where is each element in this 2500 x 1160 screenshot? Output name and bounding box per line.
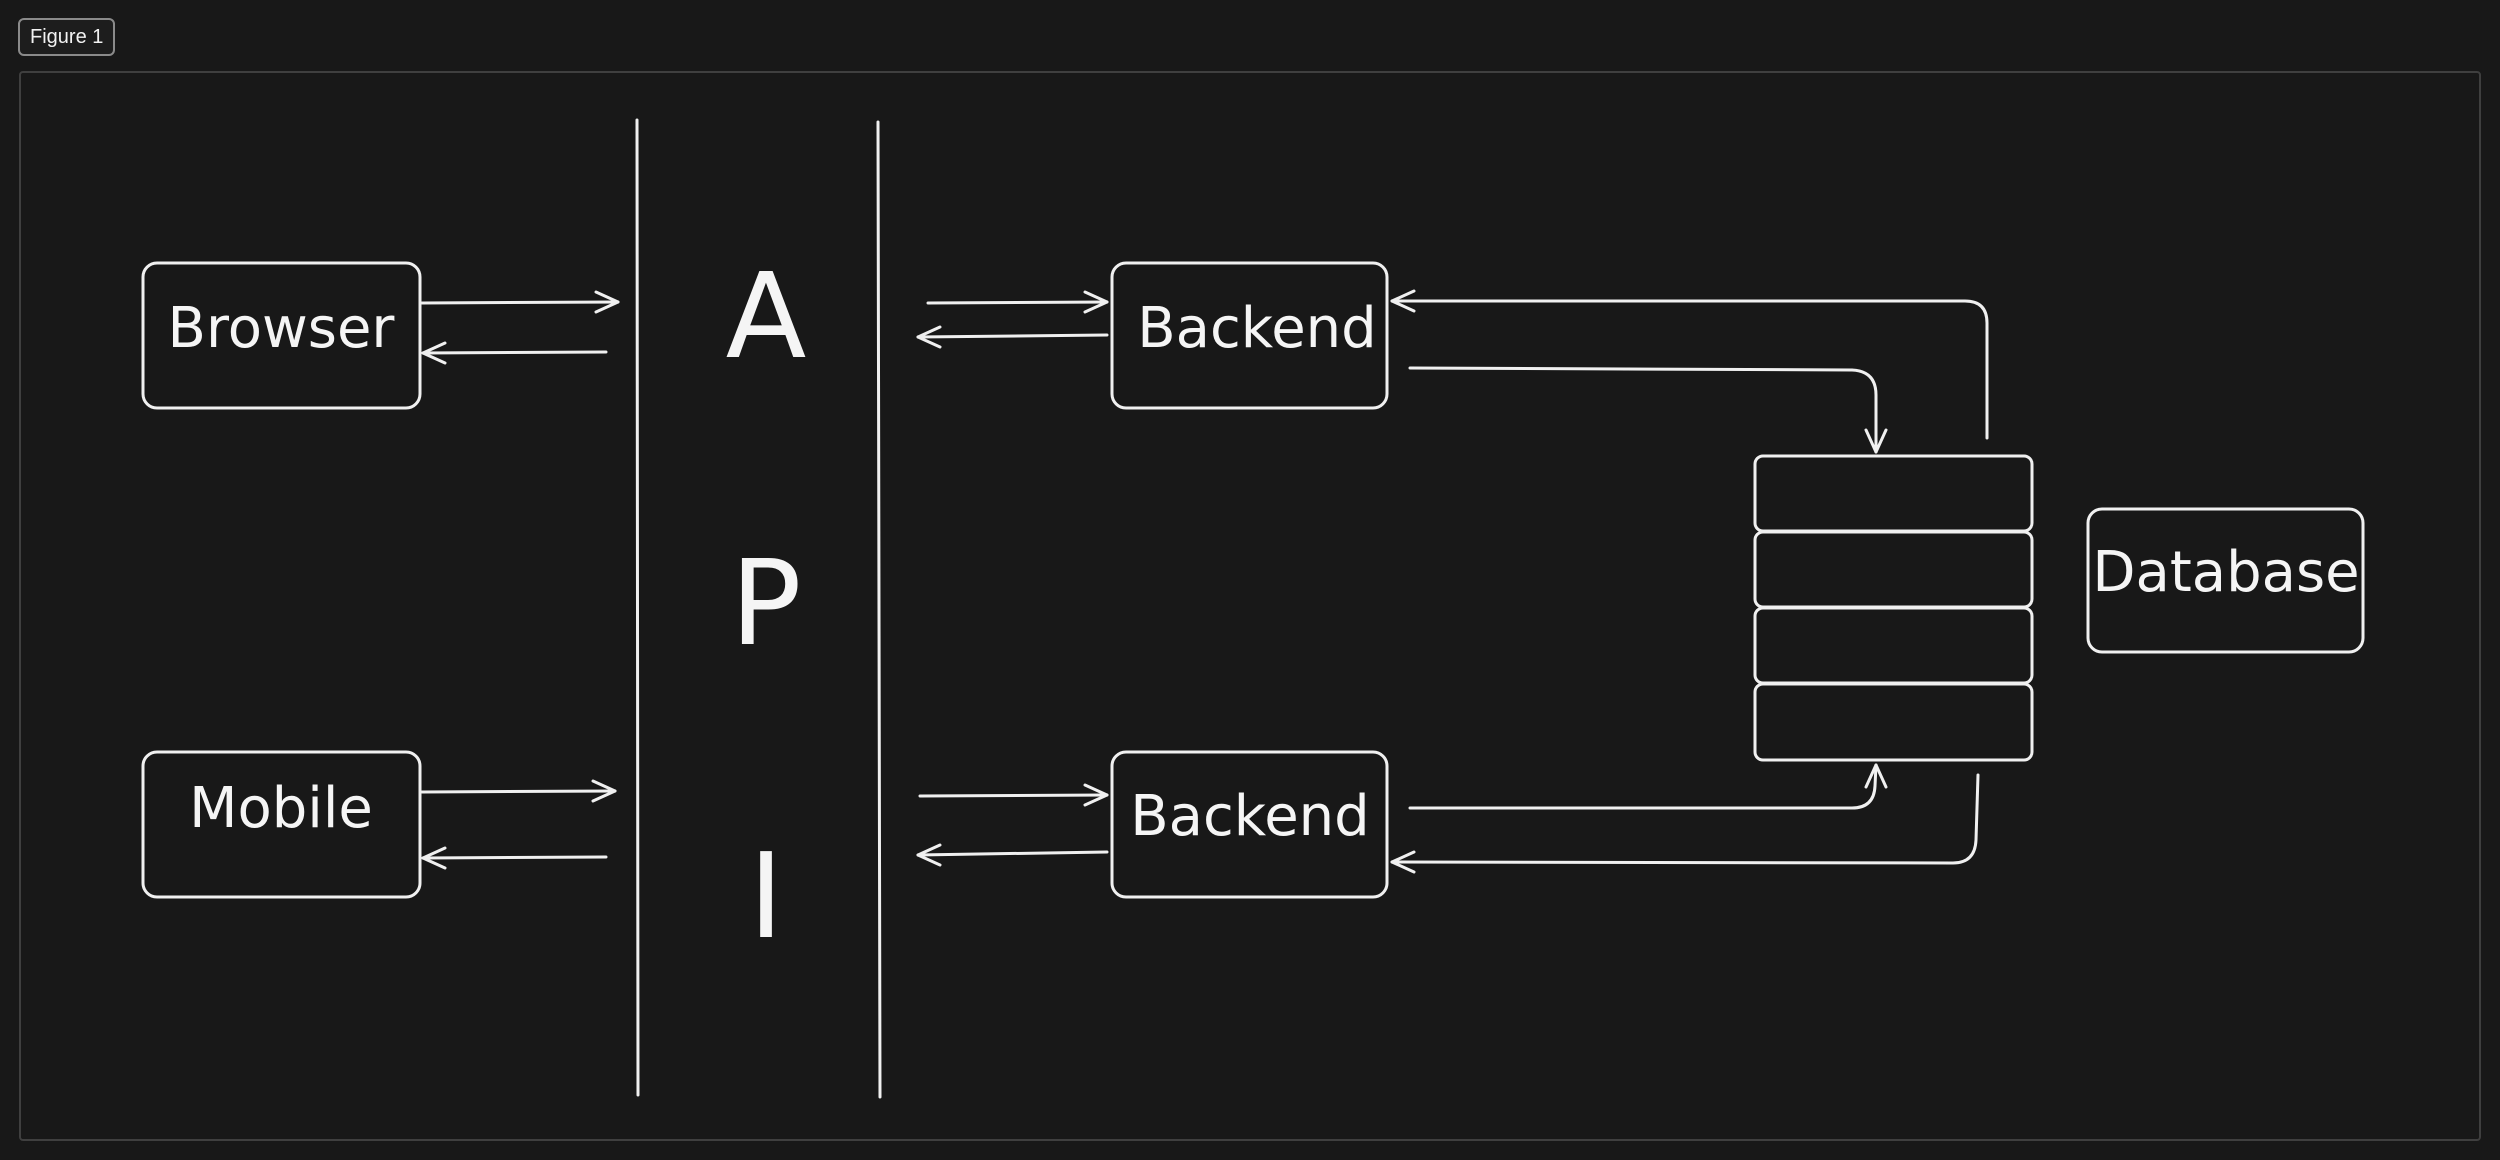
database-node — [2086, 507, 2365, 654]
database-label: Database — [2092, 540, 2359, 605]
mobile-label: Mobile — [189, 776, 373, 841]
api-left-border — [635, 118, 640, 1097]
queue-cell-1 — [1753, 454, 2034, 533]
backend-top-to-api-arrow — [916, 325, 1109, 349]
figure-label: Figure 1 — [18, 18, 116, 56]
api-letter-p: P — [730, 534, 801, 672]
api-letter-i: I — [749, 827, 784, 965]
api-to-browser-arrow — [421, 341, 608, 365]
backend-top-to-queue-arrow — [1408, 366, 1888, 454]
queue-stack — [1753, 454, 2034, 762]
backend-bottom-to-queue-arrow — [1408, 763, 1888, 810]
backend-bottom-node — [1110, 750, 1389, 899]
api-letter-a: A — [726, 247, 807, 385]
api-to-backend-bottom-arrow — [918, 783, 1109, 807]
browser-to-api-arrow — [420, 290, 620, 314]
backend-bottom-to-api-arrow — [916, 843, 1109, 867]
browser-label: Browser — [168, 296, 396, 361]
mobile-to-api-arrow — [420, 779, 617, 803]
queue-to-backend-bottom-arrow — [1390, 773, 1980, 874]
backend-bottom-label: Backend — [1130, 784, 1369, 849]
api-to-backend-top-arrow — [926, 290, 1109, 314]
browser-node — [141, 261, 422, 410]
queue-cell-3 — [1753, 606, 2034, 685]
api-to-mobile-arrow — [421, 846, 608, 870]
queue-cell-2 — [1753, 530, 2034, 609]
backend-top-node — [1110, 261, 1389, 410]
mobile-node — [141, 750, 422, 899]
diagram-frame — [19, 71, 2481, 1141]
queue-cell-4 — [1753, 682, 2034, 762]
api-right-border — [876, 120, 882, 1099]
backend-top-label: Backend — [1137, 296, 1376, 361]
queue-to-backend-top-arrow — [1390, 289, 1989, 440]
